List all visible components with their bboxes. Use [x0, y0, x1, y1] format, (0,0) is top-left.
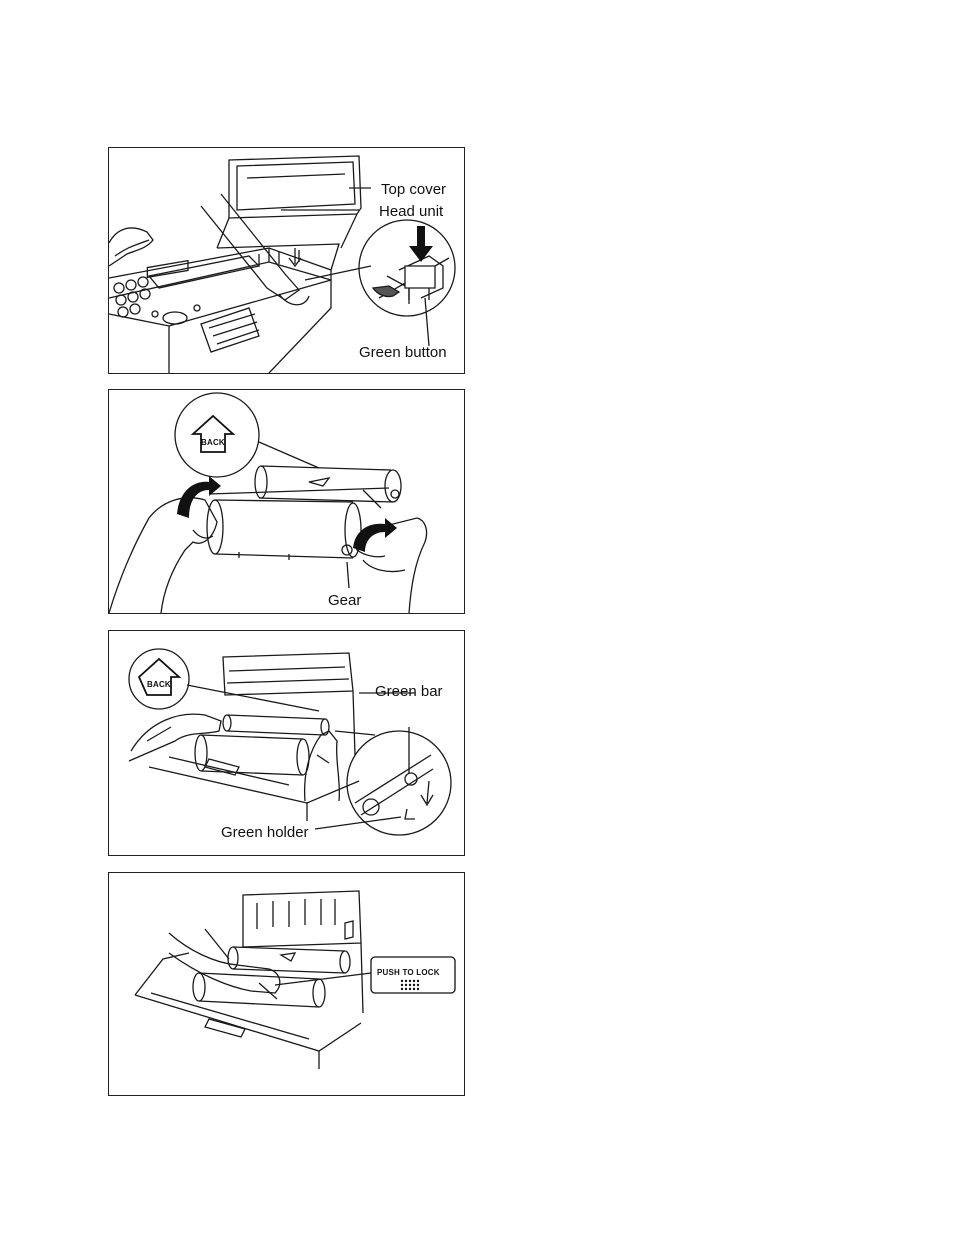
label-head-unit: Head unit: [379, 204, 443, 220]
illustration-panel-open-top-cover: Top cover Head unit Green button: [108, 147, 465, 374]
label-top-cover: Top cover: [381, 182, 446, 198]
illustration-panel-install-ink-film: BACK Green bar Green holder: [108, 630, 465, 856]
ink-film-rollers-drawing: [109, 390, 464, 613]
push-to-lock-drawing: [109, 873, 464, 1095]
label-green-button: Green button: [359, 345, 447, 361]
illustration-panel-push-to-lock: PUSH TO LOCK: [108, 872, 465, 1096]
label-back-sign: BACK: [147, 677, 171, 693]
illustration-panel-insert-ink-film: BACK Gear: [108, 389, 465, 614]
label-gear: Gear: [328, 593, 361, 609]
label-back-sign: BACK: [201, 435, 225, 451]
label-push-to-lock: PUSH TO LOCK: [377, 965, 440, 981]
ink-film-in-machine-drawing: [109, 631, 464, 855]
label-green-bar: Green bar: [375, 684, 443, 700]
label-green-holder: Green holder: [221, 825, 309, 841]
